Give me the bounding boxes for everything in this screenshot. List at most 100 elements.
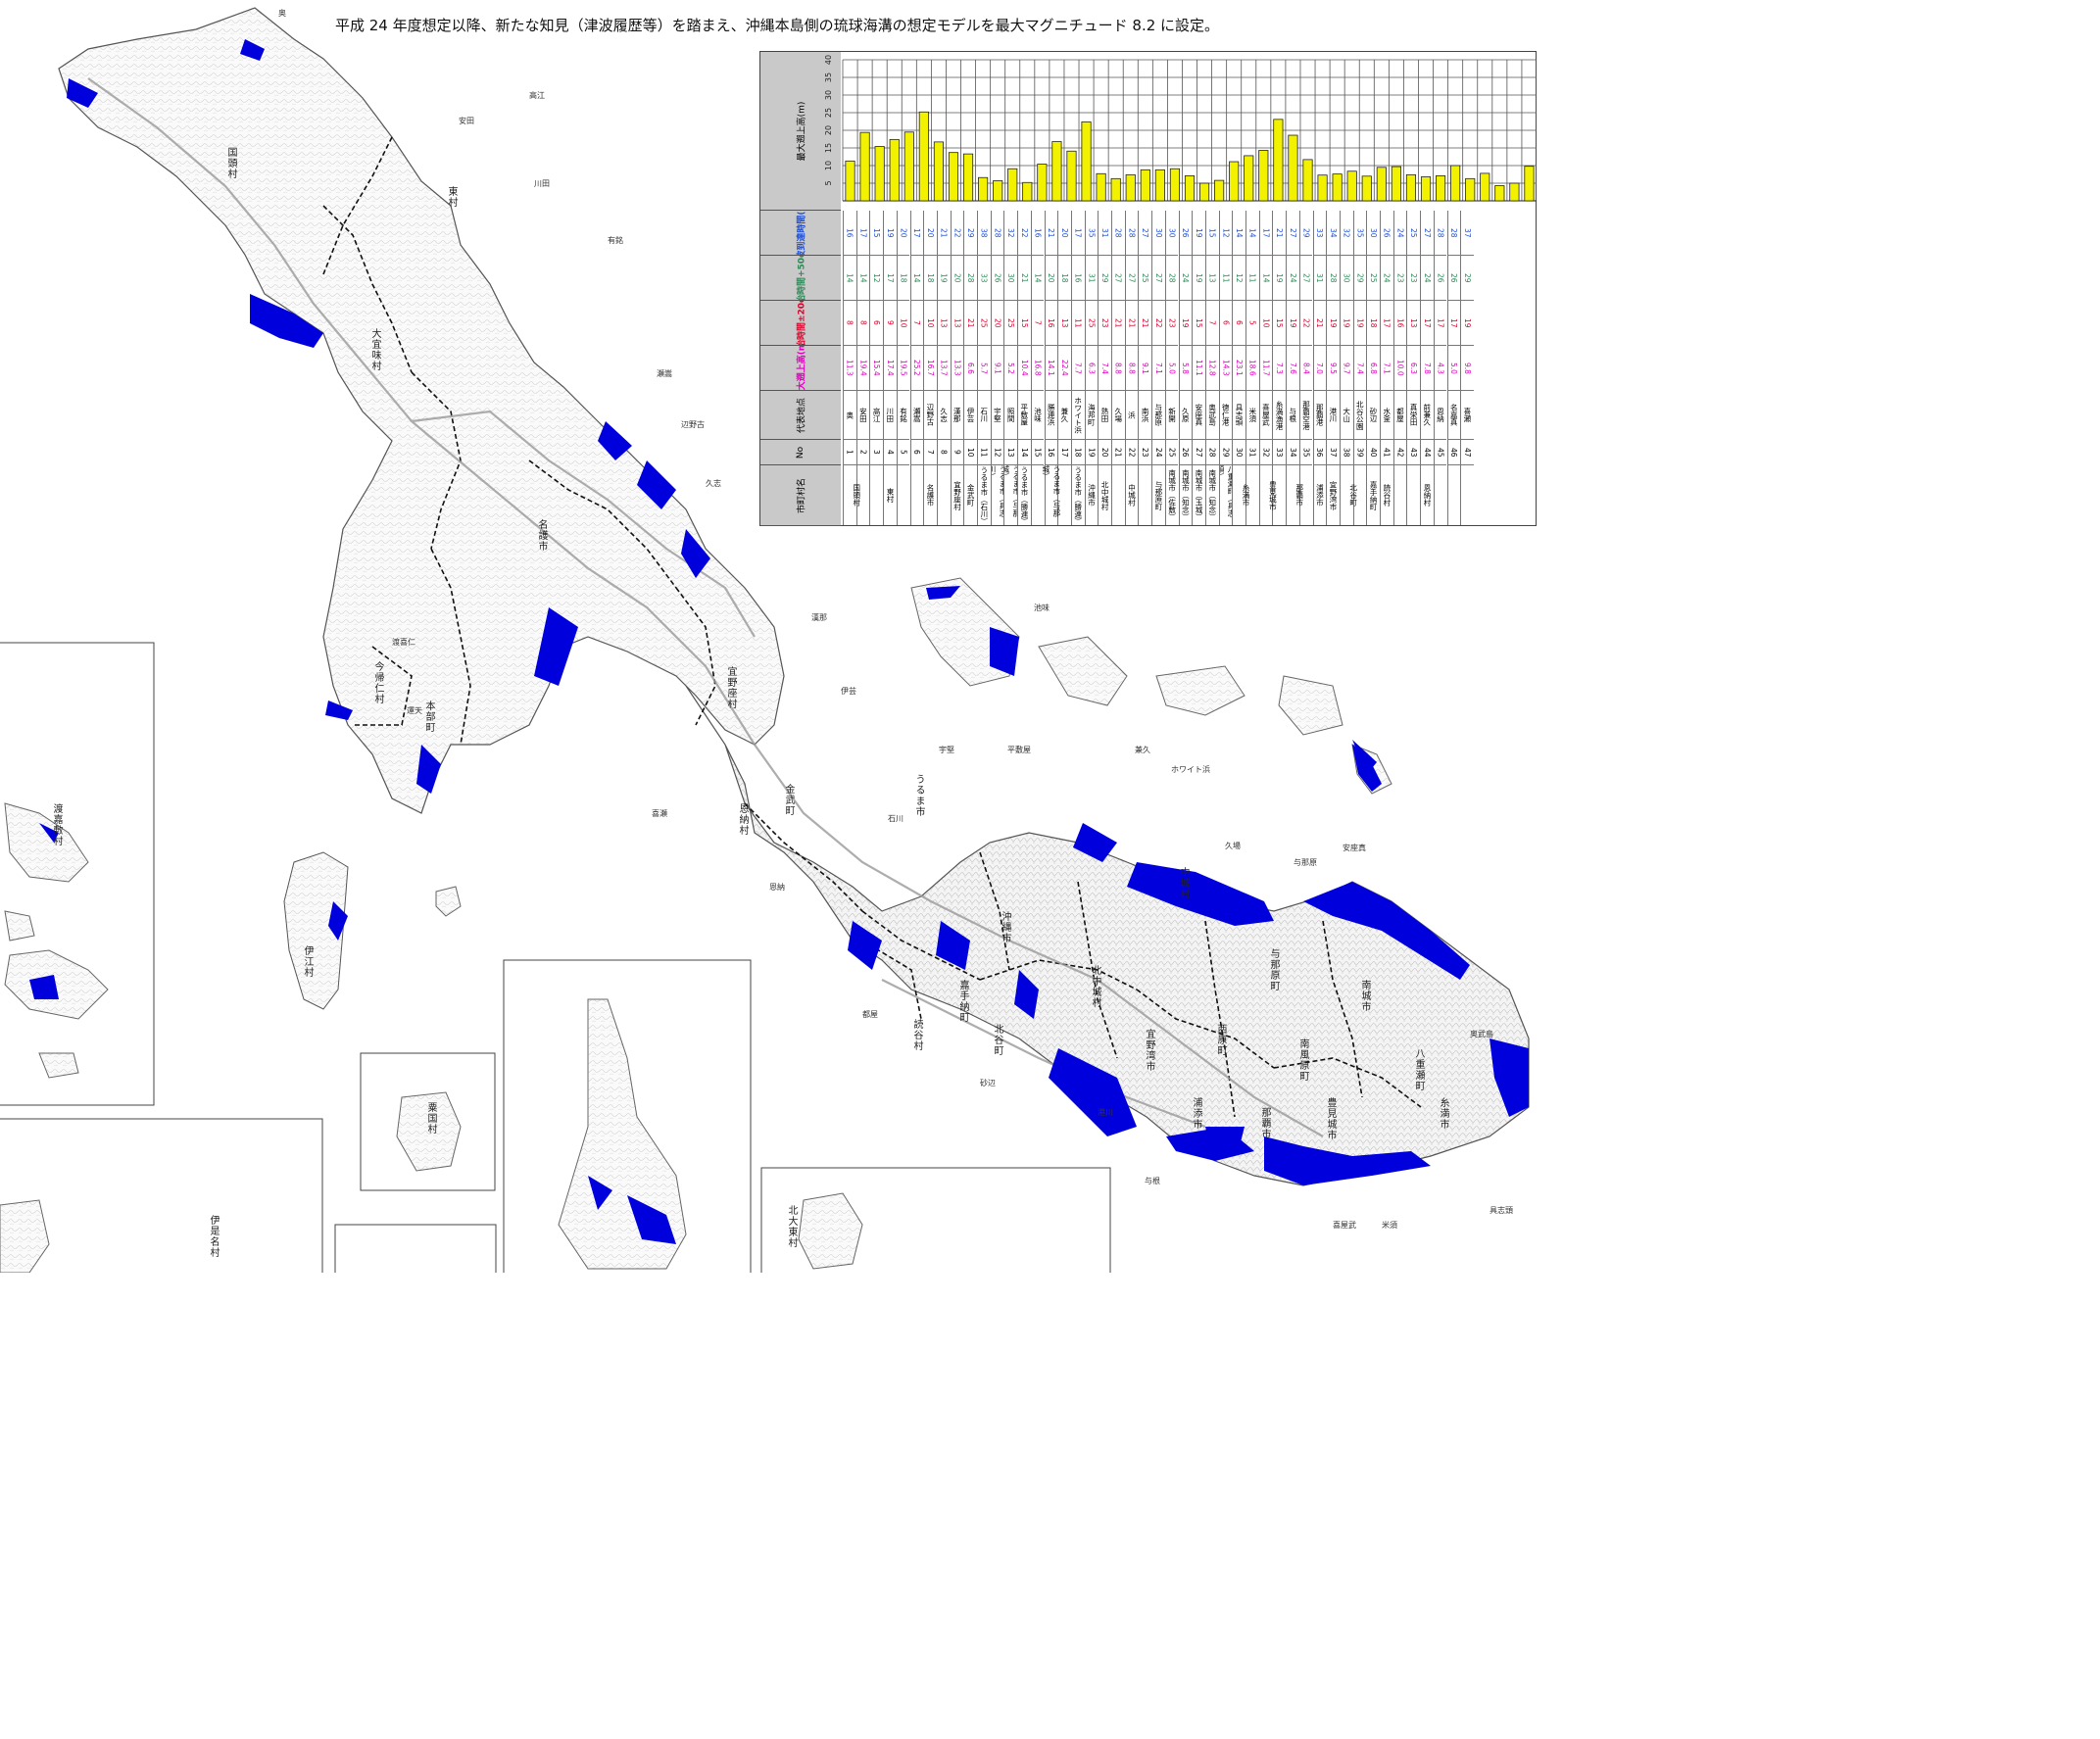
cell-no: 25 xyxy=(1165,440,1179,465)
cell-impact-20: 10 xyxy=(1259,301,1273,346)
place-label-kawata: 川田 xyxy=(534,179,550,188)
cell-impact-20: 8 xyxy=(844,301,856,346)
cell-no: 17 xyxy=(1058,440,1071,465)
cell-place: 北谷公園 xyxy=(1353,391,1367,440)
cell-arrival: 33 xyxy=(1313,211,1327,256)
cell-place: 与那原 xyxy=(1152,391,1165,440)
cell-no: 32 xyxy=(1259,440,1273,465)
label-higashi: 東村 xyxy=(446,186,457,208)
header-arrival-label: 津波到達時間(分) xyxy=(797,211,807,256)
cell-no: 33 xyxy=(1273,440,1287,465)
cell-impact-50: 28 xyxy=(964,256,977,301)
cell-impact-20: 21 xyxy=(964,301,977,346)
cell-arrival: 29 xyxy=(1299,211,1313,256)
cell-impact-50: 30 xyxy=(1340,256,1353,301)
label-okinawa-city: 沖縄市 xyxy=(1000,911,1010,943)
cell-max-height: 7.1 xyxy=(1152,346,1165,391)
cell-arrival: 28 xyxy=(1434,211,1447,256)
bar-runup-19 xyxy=(1110,177,1121,202)
cell-municipality: 糸満市 xyxy=(1232,465,1258,525)
cell-max-height: 7.0 xyxy=(1313,346,1327,391)
bar-runup-31 xyxy=(1288,134,1298,202)
label-kitanakagusuku: 北中城村 xyxy=(1090,965,1100,1008)
cell-place: 宇堅 xyxy=(991,391,1004,440)
cell-max-height: 11.1 xyxy=(1193,346,1205,391)
cell-arrival: 20 xyxy=(924,211,937,256)
cell-arrival: 27 xyxy=(1287,211,1299,256)
cell-max-height: 17.4 xyxy=(884,346,897,391)
cell-place: 具志頭 xyxy=(1233,391,1245,440)
bar-runup-43 xyxy=(1465,177,1476,202)
cell-max-height: 9.5 xyxy=(1327,346,1340,391)
bar-runup-3 xyxy=(874,146,885,202)
bar-runup-12 xyxy=(1007,168,1018,202)
cell-impact-50: 14 xyxy=(844,256,856,301)
cell-max-height: 5.8 xyxy=(1179,346,1193,391)
cell-impact-50: 31 xyxy=(1085,256,1099,301)
bar-runup-40 xyxy=(1420,176,1432,202)
cell-municipality: 豊見城市 xyxy=(1258,465,1286,525)
cell-no: 39 xyxy=(1353,440,1367,465)
y-tick-label: 5 xyxy=(824,180,833,185)
bar-runup-22 xyxy=(1154,169,1165,202)
bar-runup-7 xyxy=(933,141,944,202)
label-kadena: 嘉手納町 xyxy=(957,980,968,1023)
cell-max-height: 7.3 xyxy=(1273,346,1287,391)
cell-arrival: 16 xyxy=(844,211,856,256)
cell-max-height: 6.3 xyxy=(1085,346,1099,391)
cell-arrival: 20 xyxy=(897,211,910,256)
cell-place: 奥武島 xyxy=(1205,391,1219,440)
cell-no: 9 xyxy=(951,440,964,465)
bar-runup-16 xyxy=(1066,150,1077,202)
cell-arrival: 12 xyxy=(1219,211,1233,256)
cell-impact-50: 19 xyxy=(1193,256,1205,301)
place-label-igei: 伊芸 xyxy=(841,687,856,696)
label-kitadaito: 北大東村 xyxy=(786,1205,797,1248)
bar-runup-37 xyxy=(1376,167,1387,202)
cell-no: 30 xyxy=(1233,440,1245,465)
cell-impact-50: 29 xyxy=(1099,256,1111,301)
bar-runup-30 xyxy=(1273,119,1284,202)
island-kerama-1 xyxy=(4,802,89,883)
cell-impact-20: 11 xyxy=(1071,301,1085,346)
cell-place: 池味 xyxy=(1031,391,1045,440)
cell-impact-20: 25 xyxy=(978,301,991,346)
place-label-yonabaru-port: 与那原 xyxy=(1294,858,1317,867)
cell-municipality: うるま市（与那城） xyxy=(1003,465,1017,525)
place-label-kuba: 久場 xyxy=(1225,842,1241,850)
cell-arrival: 37 xyxy=(1461,211,1474,256)
cell-place: 熱田 xyxy=(1099,391,1111,440)
cell-arrival: 28 xyxy=(1112,211,1125,256)
cell-place: 喜屋武 xyxy=(1259,391,1273,440)
cell-no: 8 xyxy=(937,440,951,465)
label-ginoza: 宜野座村 xyxy=(725,666,736,709)
cell-no: 19 xyxy=(1085,440,1099,465)
cell-no: 31 xyxy=(1246,440,1259,465)
header-impact-50: 影響開始時間+50cm(分) xyxy=(760,256,841,301)
cell-impact-50: 14 xyxy=(910,256,924,301)
cell-impact-50: 14 xyxy=(1259,256,1273,301)
cell-impact-50: 24 xyxy=(1179,256,1193,301)
bar-runup-32 xyxy=(1302,159,1313,202)
cell-impact-20: 6 xyxy=(870,301,884,346)
cell-place: 水釜 xyxy=(1381,391,1393,440)
cell-place: 有銘 xyxy=(897,391,910,440)
cell-place: 那覇港 xyxy=(1313,391,1327,440)
cell-place: 勝連浜 xyxy=(1045,391,1058,440)
cell-max-height: 14.3 xyxy=(1219,346,1233,391)
cell-impact-20: 23 xyxy=(1165,301,1179,346)
cell-impact-20: 6 xyxy=(1219,301,1233,346)
bar-runup-24 xyxy=(1184,175,1196,202)
cell-no: 29 xyxy=(1219,440,1233,465)
bar-runup-42 xyxy=(1450,165,1461,202)
cell-place: 瀬嵩 xyxy=(910,391,924,440)
